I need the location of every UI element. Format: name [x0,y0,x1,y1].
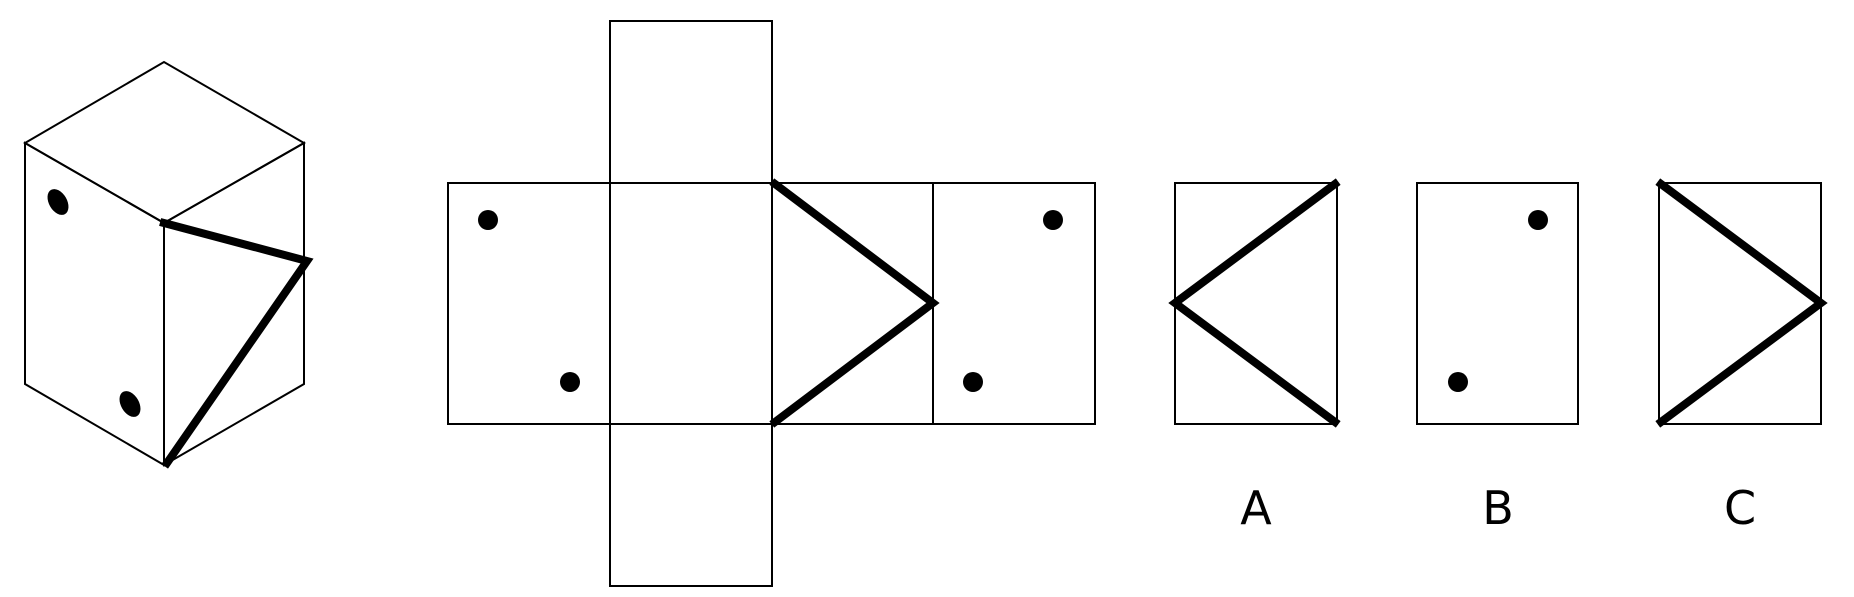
option-b-dot-upper [1528,210,1548,230]
option-b-face [1416,182,1579,425]
net-face-2 [609,182,773,425]
option-a-face [1174,182,1338,425]
net-face-1 [447,182,611,425]
cube-top-face [23,60,307,225]
option-c-label: C [1724,481,1756,535]
net-face-top [609,20,773,184]
net-face-4-dot-upper [1043,210,1063,230]
cube-bold-edge [159,218,314,469]
option-b[interactable]: B [1416,182,1579,535]
option-c-chevron [1655,178,1828,428]
option-c-face [1658,182,1822,425]
cube-left-face [24,141,165,467]
option-c[interactable]: C [1655,178,1828,535]
cube-dot-lower [119,391,141,417]
net-face-4-dot-lower [963,372,983,392]
option-a-label: A [1240,481,1272,535]
option-a-chevron [1168,178,1341,428]
net-face-1-dot-upper [478,210,498,230]
cube-net [447,20,1096,587]
net-face-3-chevron [769,178,940,428]
option-a[interactable]: A [1168,178,1341,535]
net-face-4 [932,182,1096,425]
cube-right-face [163,141,305,467]
isometric-cube [23,60,314,469]
option-b-label: B [1482,481,1514,535]
net-face-1-dot-lower [560,372,580,392]
net-face-bottom [609,423,773,587]
option-b-dot-lower [1448,372,1468,392]
net-face-3 [771,182,934,425]
cube-dot-upper [47,189,69,215]
